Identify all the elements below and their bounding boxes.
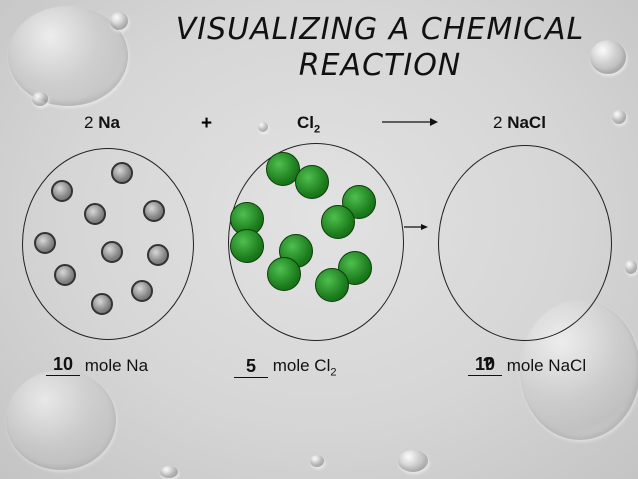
chlorine-atom — [315, 268, 349, 302]
chlorine-formula: Cl — [297, 113, 314, 132]
answer-blank: 5 — [234, 356, 268, 379]
water-droplet — [160, 466, 178, 478]
sodium-formula: Na — [98, 113, 120, 132]
water-droplet — [258, 122, 268, 132]
plus-sign: + — [201, 113, 213, 134]
sodium-mole-unit: mole Na — [84, 356, 149, 375]
chlorine-atom — [295, 165, 329, 199]
sodium-mole-answer: 10 mole Na — [46, 354, 149, 376]
reaction-arrow-icon — [382, 118, 438, 126]
sodium-atom — [91, 293, 113, 315]
product-formula: NaCl — [507, 113, 546, 132]
water-droplet — [590, 40, 626, 74]
sodium-container-circle — [22, 148, 194, 340]
chlorine-mole-subscript: 2 — [330, 366, 337, 379]
sodium-atom — [147, 244, 169, 266]
product-container-circle — [438, 145, 612, 341]
chlorine-atom — [267, 257, 301, 291]
sodium-atom — [54, 264, 76, 286]
sodium-mole-value: 10 — [52, 354, 74, 374]
water-droplet — [6, 370, 116, 470]
sodium-atom — [131, 280, 153, 302]
small-arrow-icon — [404, 224, 428, 230]
sodium-atom — [51, 180, 73, 202]
chlorine-mole-answer: 5 mole Cl2 — [234, 356, 337, 379]
water-droplet — [8, 6, 128, 106]
sodium-coefficient: 2 — [84, 113, 94, 132]
sodium-atom — [143, 200, 165, 222]
nacl-mole-unit: mole NaCl — [506, 356, 587, 375]
sodium-atom — [34, 232, 56, 254]
nacl-mole-question-mark: ? — [482, 354, 494, 374]
chlorine-mole-value: 5 — [245, 356, 256, 377]
sodium-atom — [101, 241, 123, 263]
nacl-mole-answer: 10 ? mole NaCl — [468, 354, 587, 376]
chlorine-subscript: 2 — [314, 123, 321, 136]
sodium-atom — [84, 203, 106, 225]
water-droplet — [110, 12, 128, 30]
water-droplet — [398, 450, 428, 472]
reactant-chlorine-label: Cl2 — [297, 113, 320, 135]
slide-title: VISUALIZING A CHEMICAL REACTION — [175, 12, 585, 83]
water-droplet — [625, 260, 637, 274]
chlorine-atom — [266, 152, 300, 186]
water-droplet — [612, 110, 626, 124]
answer-blank: 10 — [46, 354, 80, 376]
chlorine-container-circle — [228, 143, 404, 341]
chlorine-atom — [230, 229, 264, 263]
chlorine-mole-unit: mole Cl — [272, 356, 331, 375]
nacl-mole-value: 10 — [474, 354, 496, 374]
product-label: 2 NaCl — [493, 113, 546, 133]
sodium-atom — [111, 162, 133, 184]
reactant-sodium-label: 2 Na — [84, 113, 120, 133]
water-droplet — [310, 455, 324, 467]
water-droplet — [32, 92, 48, 106]
answer-blank: 10 ? — [468, 354, 502, 376]
product-coefficient: 2 — [493, 113, 503, 132]
chlorine-atom — [321, 205, 355, 239]
